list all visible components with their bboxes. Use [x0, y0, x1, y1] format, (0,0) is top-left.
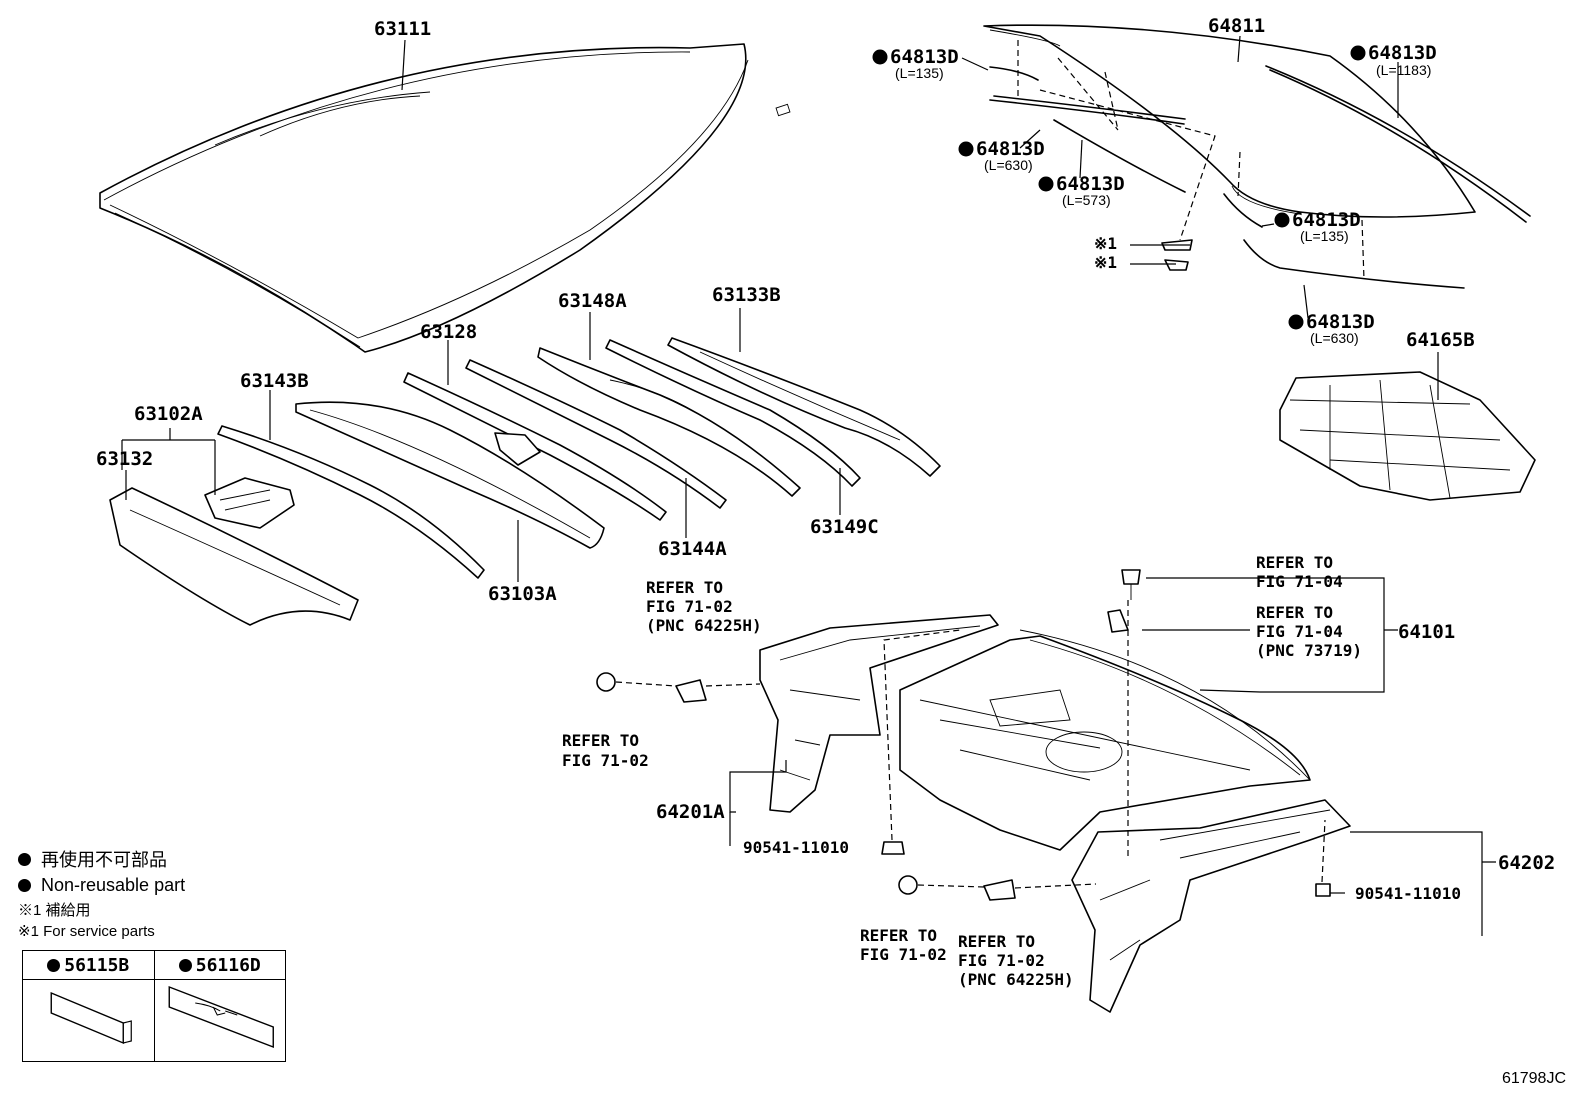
service-mark-2: ※1 — [1094, 253, 1117, 272]
part-labels: 63111 64811 63148A 63133B 63128 63143B 6… — [96, 15, 1555, 903]
label-molding-6-length: (L=630) — [1310, 330, 1359, 346]
left-quarter-drawing — [759, 614, 999, 813]
filled-circle-icon — [18, 878, 31, 892]
right-quarter-drawing — [1071, 799, 1351, 1013]
label-64202: 64202 — [1498, 852, 1555, 874]
ref-c-line1: REFER TO — [1256, 553, 1333, 572]
label-63143b: 63143B — [240, 370, 309, 392]
label-64811: 64811 — [1208, 15, 1265, 37]
package-tray-drawing — [899, 629, 1311, 851]
legend-nonreusable-jp: 再使用不可部品 — [41, 850, 167, 870]
ref-b-line1: REFER TO — [562, 731, 639, 750]
filled-circle-icon — [18, 852, 31, 866]
label-63133b: 63133B — [712, 284, 781, 306]
legend-nonreusable-en-row: Non-reusable part — [18, 872, 318, 898]
legend-service-en: ※1 For service parts — [18, 923, 155, 940]
ref-b-line2: FIG 71-02 — [562, 751, 649, 770]
label-molding-5-length: (L=135) — [1300, 228, 1349, 244]
roof-panel-drawing — [99, 43, 791, 353]
kit-part-1-drawing — [50, 991, 132, 1045]
legend-nonreusable-en: Non-reusable part — [41, 874, 186, 895]
label-molding-1: 64813D — [890, 46, 959, 68]
kit-table: 56115B 56116D — [22, 950, 286, 1062]
kit-head-2: 56116D — [154, 951, 285, 980]
kit-part-2-drawing — [168, 985, 274, 1049]
ref-a-line2: FIG 71-02 — [646, 597, 733, 616]
label-63144a: 63144A — [658, 538, 727, 560]
reference-labels: REFER TO FIG 71-02 (PNC 64225H) REFER TO… — [562, 553, 1362, 989]
label-63148a: 63148A — [558, 290, 627, 312]
label-bolt-left: 90541-11010 — [743, 838, 849, 857]
label-molding-4: 64813D — [1368, 42, 1437, 64]
label-63132: 63132 — [96, 448, 153, 470]
ref-f-line3: (PNC 64225H) — [958, 970, 1074, 989]
label-64101: 64101 — [1398, 621, 1455, 643]
ref-d-line2: FIG 71-04 — [1256, 622, 1343, 641]
filled-circle-icon — [47, 958, 61, 972]
ref-e-line1: REFER TO — [860, 926, 937, 945]
ref-d-line3: (PNC 73719) — [1256, 641, 1362, 660]
label-molding-2-length: (L=630) — [984, 157, 1033, 173]
legend-service-jp-row: ※1 補給用 — [18, 898, 318, 920]
molding-labels: 64813D (L=135) 64813D (L=630) 64813D (L=… — [872, 42, 1437, 346]
back-glass-drawing — [983, 24, 1531, 289]
label-molding-1-length: (L=135) — [895, 65, 944, 81]
ref-c-line2: FIG 71-04 — [1256, 572, 1343, 591]
leader-lines — [121, 35, 1496, 936]
label-64201a: 64201A — [656, 801, 725, 823]
kit-pn-2: 56116D — [195, 954, 261, 976]
roof-rails-drawing — [109, 337, 941, 626]
kit-head-1: 56115B — [23, 951, 154, 980]
ref-e-line2: FIG 71-02 — [860, 945, 947, 964]
ref-d-line1: REFER TO — [1256, 603, 1333, 622]
ref-a-line3: (PNC 64225H) — [646, 616, 762, 635]
ref-a-line1: REFER TO — [646, 578, 723, 597]
ref-f-line1: REFER TO — [958, 932, 1035, 951]
label-63128: 63128 — [420, 321, 477, 343]
label-63111: 63111 — [374, 18, 431, 40]
ref-f-line2: FIG 71-02 — [958, 951, 1045, 970]
label-64165b: 64165B — [1406, 329, 1475, 351]
label-63149c: 63149C — [810, 516, 879, 538]
pad-drawing — [1279, 371, 1536, 501]
kit-cell-2: 56116D — [154, 951, 285, 1061]
legend-nonreusable-jp-row: 再使用不可部品 — [18, 846, 318, 872]
figure-code: 61798JC — [1501, 1070, 1566, 1087]
label-bolt-right: 90541-11010 — [1355, 884, 1461, 903]
legend: 再使用不可部品 Non-reusable part ※1 補給用 ※1 For … — [18, 846, 318, 942]
label-63103a: 63103A — [488, 583, 557, 605]
kit-cell-1: 56115B — [23, 951, 155, 1061]
legend-service-en-row: ※1 For service parts — [18, 920, 318, 942]
label-molding-5: 64813D — [1292, 209, 1361, 231]
label-molding-4-length: (L=1183) — [1376, 62, 1431, 78]
service-mark-1: ※1 — [1094, 234, 1117, 253]
filled-circle-icon — [178, 958, 192, 972]
label-molding-2: 64813D — [976, 138, 1045, 160]
label-molding-3-length: (L=573) — [1062, 192, 1111, 208]
fasteners-drawing — [596, 569, 1331, 901]
label-63102a: 63102A — [134, 403, 203, 425]
legend-service-jp: ※1 補給用 — [18, 901, 91, 919]
label-molding-3: 64813D — [1056, 173, 1125, 195]
label-molding-6: 64813D — [1306, 311, 1375, 333]
kit-pn-1: 56115B — [64, 954, 130, 976]
